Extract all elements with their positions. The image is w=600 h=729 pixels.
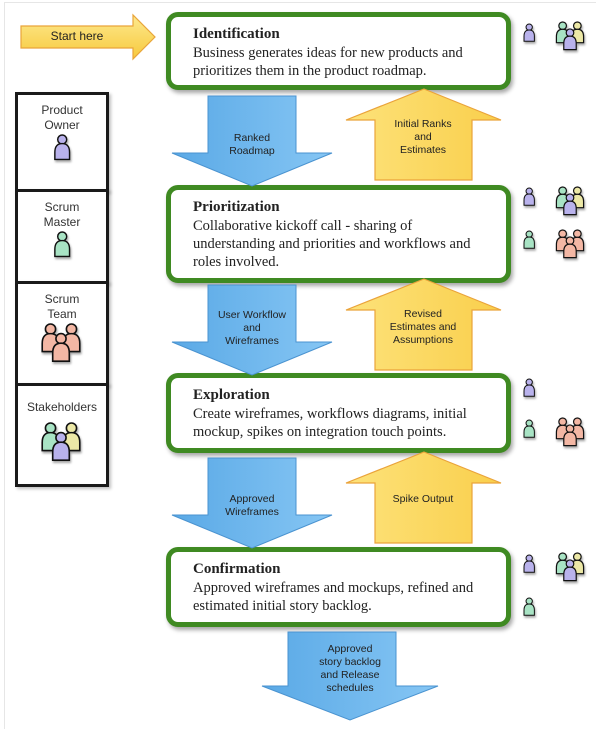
group-icon <box>552 551 590 596</box>
stage-exploration: Exploration Create wireframes, workflows… <box>166 373 511 453</box>
role-scrum-master: Scrum Master <box>15 189 109 284</box>
person-icon <box>520 418 538 451</box>
start-arrow <box>20 13 156 61</box>
stage-confirmation: Confirmation Approved wireframes and moc… <box>166 547 511 627</box>
down-arrow-approved-wireframes <box>171 457 333 549</box>
stage-description: Business generates ideas for new product… <box>193 44 506 80</box>
label-line: Scrum <box>44 200 80 214</box>
down-arrow-label: Approved story backlog and Release sched… <box>300 643 400 695</box>
label-line: Wireframes <box>225 506 279 518</box>
stage-title: Prioritization <box>193 199 280 215</box>
up-arrow-revised-estimates <box>345 278 502 371</box>
role-label: Stakeholders <box>18 386 106 415</box>
stage-title: Exploration <box>193 387 270 403</box>
down-arrow-label: Approved Wireframes <box>210 493 294 519</box>
up-arrow-label: Spike Output <box>378 493 468 506</box>
description-line: mockup, spikes on integration touch poin… <box>193 424 447 440</box>
group-icon <box>552 20 590 65</box>
group-icon <box>552 416 590 461</box>
label-line: Roadmap <box>229 145 275 157</box>
label-line: Product <box>41 103 83 117</box>
description-line: roles involved. <box>193 254 280 270</box>
down-arrow-label: Ranked Roadmap <box>210 132 294 158</box>
person-icon <box>520 596 538 629</box>
label-line: story backlog <box>319 656 381 668</box>
group-icon <box>37 421 87 478</box>
description-line: understanding and priorities and workflo… <box>193 236 471 252</box>
label-line: Assumptions <box>392 334 454 346</box>
group-icon <box>552 185 590 230</box>
person-icon <box>520 186 538 219</box>
label-line: Team <box>47 307 77 321</box>
label-line: Stakeholders <box>26 400 98 414</box>
label-line: Ranked <box>233 132 271 144</box>
down-arrow-ranked-roadmap <box>171 95 333 187</box>
label-line: Estimates and <box>389 321 457 333</box>
up-arrow-label: Initial Ranks and Estimates <box>378 118 468 157</box>
person-icon <box>50 230 74 273</box>
label-line: Master <box>43 215 81 229</box>
stage-title: Identification <box>193 26 280 42</box>
down-arrow-story-backlog <box>261 631 439 721</box>
description-line: prioritizes them in the product roadmap. <box>193 63 427 79</box>
frame-border-top <box>4 2 596 3</box>
stage-description: Approved wireframes and mockups, refined… <box>193 579 506 615</box>
description-line: Business generates ideas for new product… <box>193 45 463 61</box>
stage-title: Confirmation <box>193 561 281 577</box>
role-stakeholders: Stakeholders <box>15 383 109 487</box>
label-line: Revised <box>404 308 442 320</box>
group-icon <box>552 228 590 273</box>
label-line: and <box>414 131 432 143</box>
stage-description: Collaborative kickoff call - sharing of … <box>193 217 506 271</box>
label-line: Spike Output <box>392 493 454 505</box>
down-arrow-user-workflow <box>171 284 333 376</box>
label-line: schedules <box>326 682 374 694</box>
label-line: and <box>243 322 261 334</box>
up-arrow-spike-output <box>345 451 502 544</box>
label-line: Approved <box>327 643 373 655</box>
down-arrow-label: User Workflow and Wireframes <box>205 309 299 348</box>
label-line: Estimates <box>399 144 447 156</box>
role-label: Scrum Team <box>18 284 106 322</box>
person-icon <box>50 133 74 176</box>
stage-description: Create wireframes, workflows diagrams, i… <box>193 405 506 441</box>
up-arrow-initial-ranks <box>345 88 502 181</box>
label-line: Owner <box>44 118 80 132</box>
stage-prioritization: Prioritization Collaborative kickoff cal… <box>166 185 511 283</box>
person-icon <box>520 377 538 410</box>
role-label: Product Owner <box>18 95 106 133</box>
stage-identification: Identification Business generates ideas … <box>166 12 511 90</box>
start-arrow-label: Start here <box>50 29 104 43</box>
group-icon <box>37 322 87 379</box>
label-line: User Workflow <box>217 309 287 321</box>
person-icon <box>520 553 538 586</box>
up-arrow-label: Revised Estimates and Assumptions <box>374 308 472 347</box>
label-line: and Release <box>320 669 380 681</box>
description-line: Approved wireframes and mockups, refined… <box>193 580 474 596</box>
person-icon <box>520 229 538 262</box>
role-scrum-team: Scrum Team <box>15 281 109 386</box>
description-line: Create wireframes, workflows diagrams, i… <box>193 406 467 422</box>
description-line: Collaborative kickoff call - sharing of <box>193 218 413 234</box>
role-label: Scrum Master <box>18 192 106 230</box>
role-legend: Product Owner Scrum Master Scrum Team St… <box>15 92 109 487</box>
person-icon <box>520 22 538 55</box>
label-line: Initial Ranks <box>394 118 452 130</box>
label-line: Scrum <box>44 292 80 306</box>
description-line: estimated initial story backlog. <box>193 598 372 614</box>
label-line: Approved <box>229 493 275 505</box>
frame-border-left <box>4 2 5 729</box>
role-product-owner: Product Owner <box>15 92 109 192</box>
label-line: Wireframes <box>225 335 279 347</box>
